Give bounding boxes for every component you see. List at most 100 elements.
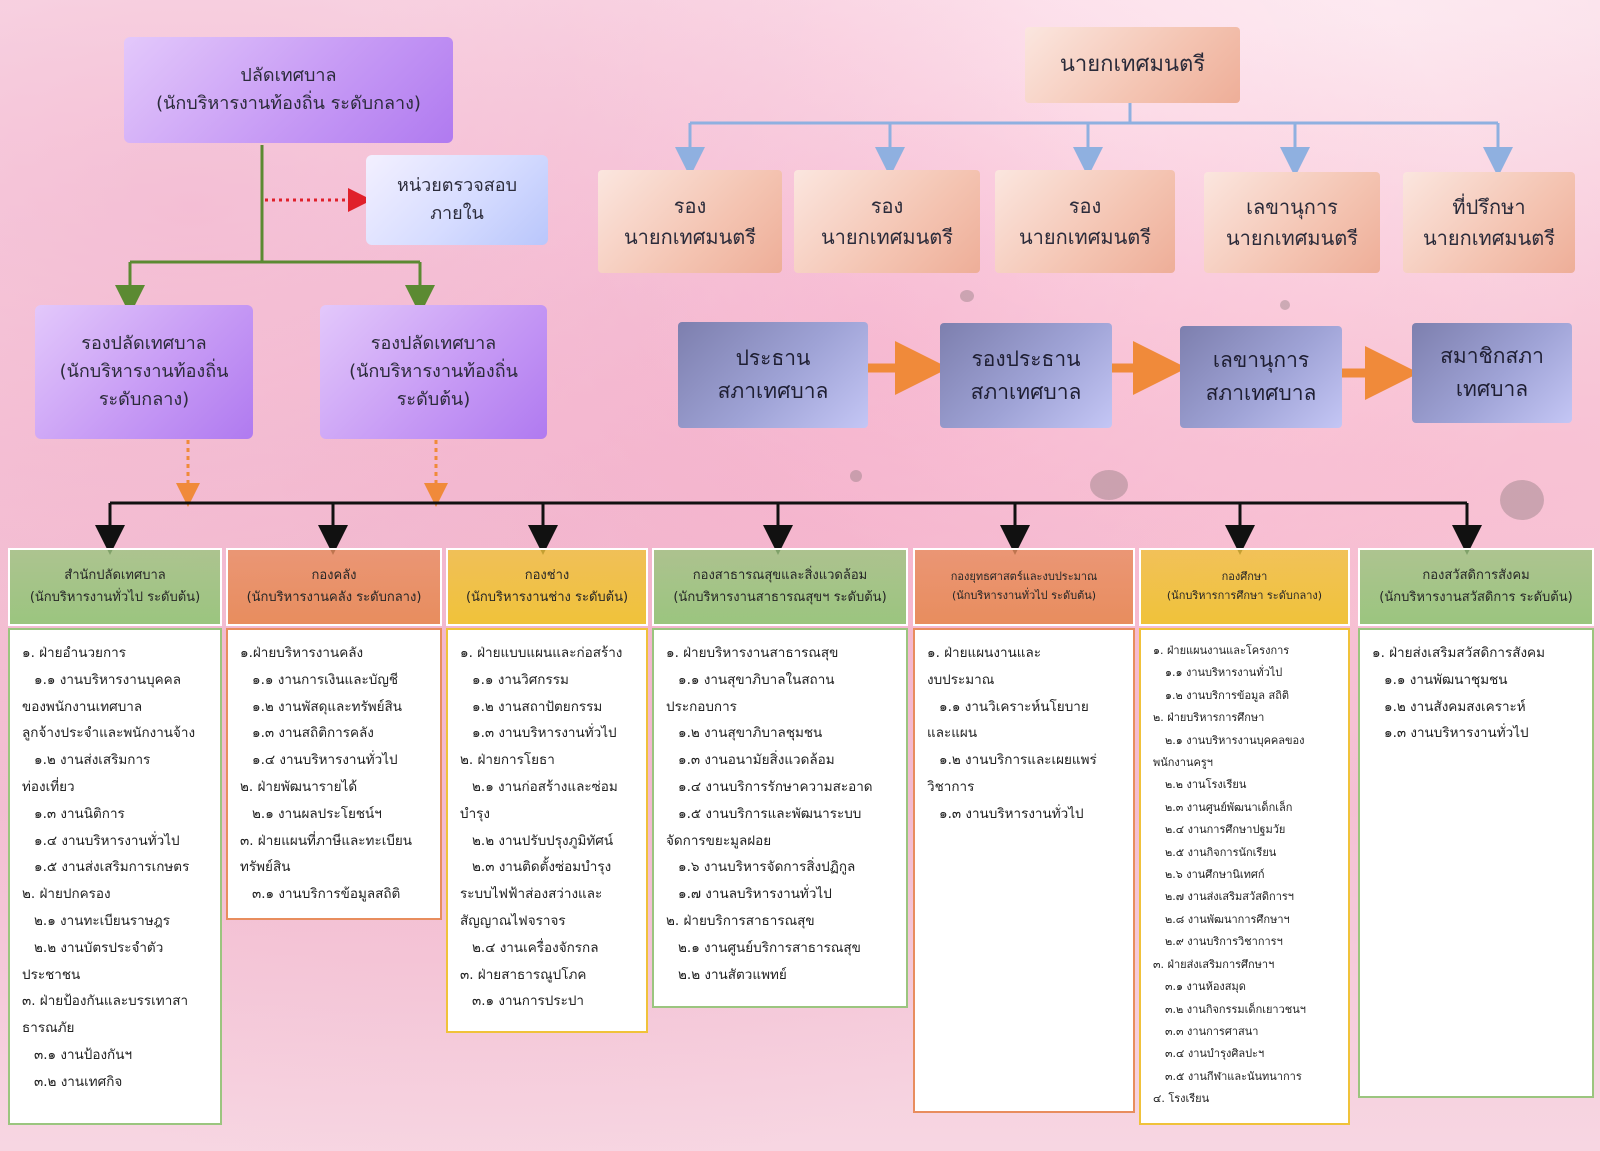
council-line1: รองประธาน	[971, 346, 1081, 371]
deputy-chief-title: รองปลัดเทศบาล	[370, 333, 497, 355]
department-header: กองคลัง (นักบริหารงานคลัง ระดับกลาง)	[226, 548, 442, 626]
internal-audit-line1: หน่วยตรวจสอบ	[396, 175, 518, 197]
department-unit-item: ๒.๔ งานเครื่องจักรกล	[472, 939, 599, 956]
department-unit-item: ของพนักงานเทศบาล	[22, 698, 143, 715]
department-unit-item: ๑.๓ งานอนามัยสิ่งแวดล้อม	[678, 752, 835, 769]
council-line1: สมาชิกสภา	[1440, 344, 1544, 369]
mayor-staff-box: รอง นายกเทศมนตรี	[794, 170, 980, 273]
department-unit-item: ๒.๓ งานศูนย์พัฒนาเด็กเล็ก	[1165, 800, 1293, 814]
department-unit-item: งบประมาณ	[927, 671, 995, 688]
department-unit-item: ๑. ฝ่ายแผนงานและโครงการ	[1153, 644, 1290, 657]
department-unit-item: ๑.๒ งานสังคมสงเคราะห์	[1384, 698, 1526, 715]
deputy-chief-level: (นักบริหารงานท้องถิ่น	[59, 361, 229, 383]
department-unit-item: ๓. ฝ่ายแผนที่ภาษีและทะเบียน	[240, 832, 413, 849]
department-unit-item: ประชาชน	[22, 966, 81, 983]
department-unit-item: ธารณภัย	[22, 1020, 75, 1037]
deputy-dotted-connector	[176, 440, 448, 507]
blue-connector	[675, 100, 1513, 177]
decor-blot	[960, 290, 974, 302]
department-header: กองศึกษา(นักบริหารการศึกษา ระดับกลาง)	[1139, 548, 1350, 626]
department-unit-item: ๑. ฝ่ายส่งเสริมสวัสดิการสังคม	[1372, 645, 1545, 661]
deputy-chief-grade: ระดับกลาง)	[98, 388, 190, 410]
department-unit-item: ทรัพย์สิน	[240, 859, 291, 876]
department-unit-item: ๑. ฝ่ายบริหารงานสาธารณสุข	[666, 645, 839, 661]
department-connector	[95, 501, 1482, 555]
department-level: (นักบริหารงานคลัง ระดับกลาง)	[246, 590, 422, 605]
department-level: (นักบริหารงานทั่วไป ระดับต้น)	[951, 589, 1097, 602]
department-unit-item: ๔. โรงเรียน	[1153, 1092, 1210, 1106]
department-unit-item: ๒.๘ งานพัฒนาการศึกษาฯ	[1165, 912, 1290, 926]
mayor-staff-line1: เลขานุการ	[1246, 194, 1338, 219]
department-unit-item: ประกอบการ	[666, 698, 737, 715]
department-level: (นักบริหารงานสาธารณสุขฯ ระดับต้น)	[673, 590, 887, 605]
department-unit-item: ๒. ฝ่ายบริหารการศึกษา	[1153, 711, 1265, 725]
department-unit-item: ท่องเที่ยว	[22, 778, 75, 795]
department-unit-item: ๒.๕ งานกิจการนักเรียน	[1165, 845, 1277, 859]
department-unit-item: ๒.๑ งานผลประโยชน์ฯ	[252, 805, 382, 822]
council-line2: เทศบาล	[1455, 377, 1529, 401]
department-unit-item: ๓. ฝ่ายส่งเสริมการศึกษาฯ	[1153, 957, 1275, 971]
mayor-staff-line1: รอง	[1068, 193, 1102, 218]
council-line2: สภาเทศบาล	[970, 379, 1082, 404]
department-unit-item: ระบบไฟฟ้าส่องสว่างและ	[460, 886, 603, 903]
department-unit-item: ๓.๒ งานเทศกิจ	[34, 1073, 123, 1090]
chief-officer-title: ปลัดเทศบาล	[240, 65, 337, 87]
mayor-staff-line2: นายกเทศมนตรี	[820, 224, 954, 249]
department-unit-item: ๑.๔ งานบริหารงานทั่วไป	[252, 752, 398, 769]
department-unit-item: ๑.๓ งานสถิติการคลัง	[252, 725, 374, 742]
mayor-staff-line2: นายกเทศมนตรี	[1018, 224, 1152, 249]
mayor-staff-box: ที่ปรึกษา นายกเทศมนตรี	[1403, 172, 1575, 273]
decor-blot	[1500, 480, 1544, 520]
department-unit-item: ๓. ฝ่ายป้องกันและบรรเทาสา	[22, 993, 189, 1010]
department-unit-item: ๓.๑ งานบริการข้อมูลสถิติ	[252, 886, 401, 903]
council-line2: สภาเทศบาล	[1205, 381, 1317, 405]
department-unit-item: ๑.๒ งานพัสดุและทรัพย์สิน	[252, 698, 403, 715]
mayor-staff-line2: นายกเทศมนตรี	[1422, 225, 1556, 250]
mayor-staff-line1: ที่ปรึกษา	[1452, 194, 1526, 219]
department-name: กองคลัง	[311, 567, 357, 583]
mayor-title: นายกเทศมนตรี	[1059, 51, 1206, 77]
department-unit-item: ๒.๒ งานปรับปรุงภูมิทัศน์	[472, 832, 614, 849]
mayor-staff-box: รอง นายกเทศมนตรี	[995, 170, 1175, 273]
department-unit-item: ๒.๔ งานการศึกษาปฐมวัย	[1165, 823, 1286, 837]
department-unit-item: ๒.๗ งานส่งเสริมสวัสดิการฯ	[1165, 890, 1294, 904]
green-connector	[115, 145, 435, 315]
department-unit-item: ๓.๓ งานการศาสนา	[1165, 1024, 1259, 1038]
deputy-chief-grade: ระดับต้น)	[396, 388, 471, 410]
department-unit-item: ๑. ฝ่ายอำนวยการ	[22, 645, 126, 661]
department-unit-item: ๓.๑ งานการประปา	[472, 993, 585, 1010]
department-unit-item: ๑.๑ งานบริหารงานทั่วไป	[1165, 666, 1283, 680]
chief-officer-box: ปลัดเทศบาล (นักบริหารงานท้องถิ่น ระดับกล…	[124, 37, 453, 143]
department-level: (นักบริหารงานสวัสดิการ ระดับต้น)	[1379, 590, 1573, 605]
department-unit-item: ๓.๒ งานกิจกรรมเด็กเยาวชนฯ	[1165, 1002, 1306, 1016]
decor-blot	[1280, 300, 1290, 310]
department-unit-item: ๒. ฝ่ายพัฒนารายได้	[240, 778, 358, 795]
department-unit-item: ๑.๕ งานบริการและพัฒนาระบบ	[678, 805, 862, 822]
council-box: สมาชิกสภา เทศบาล	[1412, 323, 1572, 423]
council-line1: ประธาน	[735, 346, 811, 371]
department-unit-item: ๑.๕ งานส่งเสริมการเกษตร	[34, 859, 190, 876]
department-unit-item: ๑.๔ งานบริหารงานทั่วไป	[34, 832, 180, 849]
department-unit-item: ๑.๒ งานบริการข้อมูล สถิติ	[1165, 688, 1290, 702]
department-unit-item: สัญญาณไฟจราจร	[460, 912, 566, 929]
council-line2: สภาเทศบาล	[717, 379, 829, 403]
internal-audit-box: หน่วยตรวจสอบ ภายใน	[366, 155, 548, 245]
department-unit-item: ๒. ฝ่ายบริการสาธารณสุข	[666, 912, 815, 929]
department-name: กองยุทธศาสตร์และงบประมาณ	[950, 570, 1098, 584]
council-arrows	[868, 341, 1419, 400]
department-header: กองช่าง (นักบริหารงานช่าง ระดับต้น)	[446, 548, 648, 626]
mayor-staff-box: รอง นายกเทศมนตรี	[598, 170, 782, 273]
department-unit-item: ๑.๒ งานสถาปัตยกรรม	[472, 698, 603, 715]
department-unit-list: ๑. ฝ่ายบริหารงานสาธารณสุข๑.๑ งานสุขาภิบา…	[652, 628, 908, 1008]
department-name: กองช่าง	[524, 567, 570, 583]
department-unit-item: พนักงานครูฯ	[1153, 756, 1213, 770]
department-unit-item: บำรุง	[460, 805, 490, 822]
department-unit-item: ๑.๑ งานวิศกรรม	[472, 671, 569, 688]
department-header: กองสาธารณสุขและสิ่งแวดล้อม(นักบริหารงานส…	[652, 548, 908, 626]
deputy-chief-box-1: รองปลัดเทศบาล (นักบริหารงานท้องถิ่น ระดั…	[35, 305, 253, 439]
department-name: กองสวัสดิการสังคม	[1422, 567, 1530, 583]
department-unit-item: ๒.๑ งานศูนย์บริการสาธารณสุข	[678, 939, 861, 956]
mayor-staff-box: เลขานุการ นายกเทศมนตรี	[1204, 172, 1380, 273]
department-unit-item: ๒. ฝ่ายปกครอง	[22, 886, 111, 903]
department-level: (นักบริหารงานช่าง ระดับต้น)	[465, 590, 629, 605]
